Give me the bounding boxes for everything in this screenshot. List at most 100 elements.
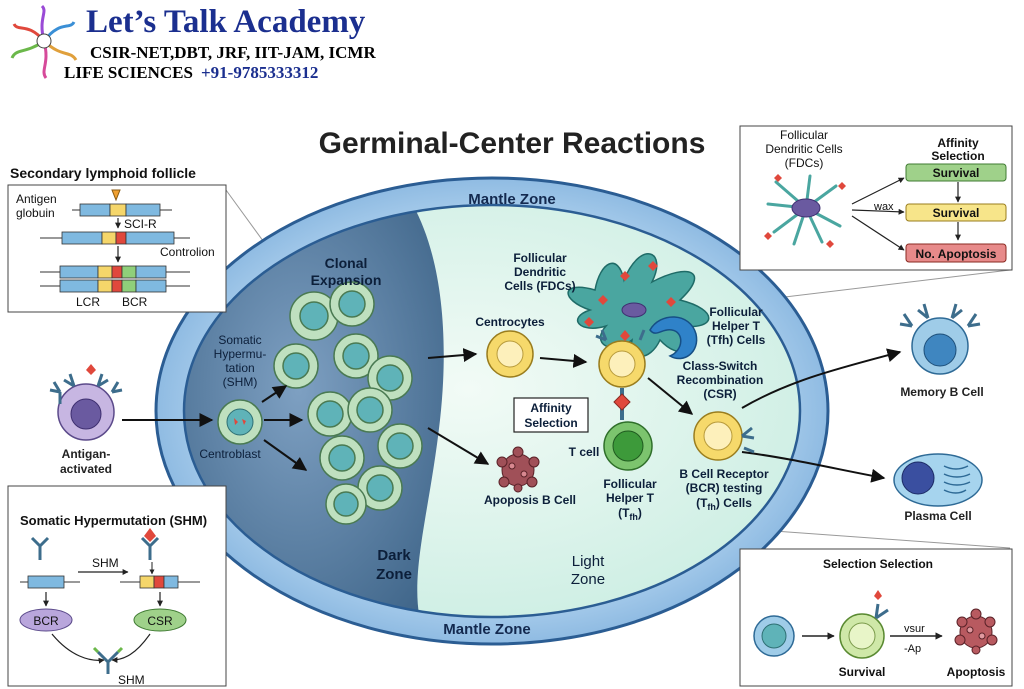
antigen-activated-b-cell	[49, 364, 123, 441]
survival-label-2: Survival	[933, 206, 980, 220]
mantle-zone-bottom-label: Mantle Zone	[443, 621, 531, 638]
selection-ap-label: -Ap	[904, 643, 921, 655]
bcr-testing-label-3: (Tfh) Cells	[696, 496, 752, 512]
t-cell-label: T cell	[569, 445, 600, 459]
tfh-label-1: Follicular	[709, 305, 763, 319]
brand-subject-line: LIFE SCIENCES +91-9785333312	[64, 63, 318, 83]
selection-survival-cell	[839, 590, 889, 659]
shm-label-4: (SHM)	[223, 375, 258, 389]
shm-inset-arrow-label: SHM	[92, 556, 119, 570]
brand-header: Let’s Talk Academy CSIR-NET,DBT, JRF, II…	[8, 2, 408, 84]
fht-label-1: Follicular	[603, 477, 657, 491]
selected-centrocyte	[595, 329, 646, 388]
fdc-inset-affinity-label-2: Selection	[931, 149, 984, 163]
t-cell	[603, 421, 653, 471]
clonal-cell	[307, 391, 353, 437]
no-apoptosis-label: No. Apoptosis	[916, 247, 997, 261]
follicle-inset-heading: Secondary lymphoid follicle	[10, 165, 196, 181]
bcr-testing-label-1: B Cell Receptor	[679, 467, 769, 481]
fht-label-2: Helper T	[606, 491, 655, 505]
selection-survival-label: Survival	[839, 665, 886, 679]
selection-naive-cell	[753, 615, 795, 657]
fdc-inset-label-3: (FDCs)	[785, 156, 824, 170]
follicle-controlion-label: Controlion	[160, 245, 215, 259]
selection-apoptosis-label: Apoptosis	[947, 665, 1006, 679]
shm-label-2: Hypermu-	[214, 347, 267, 361]
csr-label-1: Class-Switch	[683, 359, 758, 373]
centroblast-cell	[217, 399, 263, 445]
follicle-lcr-label: LCR	[76, 295, 100, 309]
fdc-inset-antigens	[764, 174, 846, 248]
follicle-gene-segments	[40, 189, 190, 293]
selection-vsur-label: vsur	[904, 623, 925, 635]
tfh-label-3: (Tfh) Cells	[707, 333, 766, 347]
no-apoptosis-box	[905, 243, 1007, 263]
follicle-sci-label: SCI-R	[124, 217, 157, 231]
tfh-label-2: Helper T	[712, 319, 761, 333]
clonal-expansion-cells	[273, 281, 423, 525]
shm-inset-graphics	[19, 528, 200, 674]
apoptosis-b-cell-label: Apoposis B Cell	[484, 493, 576, 507]
tcr-connection	[613, 388, 631, 420]
light-zone-label-2: Zone	[571, 571, 605, 588]
fdc-inset-wax-label: wax	[873, 201, 894, 213]
dark-zone-label-2: Zone	[376, 566, 412, 583]
mantle-zone-top-label: Mantle Zone	[468, 191, 556, 208]
selection-inset-heading: Selection Selection	[823, 557, 933, 571]
apoptotic-b-cell	[496, 446, 540, 493]
clonal-expansion-label-2: Expansion	[311, 272, 382, 288]
clonal-cell	[325, 483, 367, 525]
survival-box-1	[905, 163, 1007, 182]
fdc-label-3: Cells (FDCs)	[504, 279, 575, 293]
follicle-antigen-label-2: globuin	[16, 206, 55, 220]
plasma-cell-label: Plasma Cell	[904, 509, 971, 523]
shm-inset-bottom-label: SHM	[118, 673, 145, 687]
clonal-expansion-label-1: Clonal	[325, 255, 368, 271]
antigen-activated-label-2: activated	[60, 462, 112, 476]
plasma-cell	[893, 453, 983, 507]
clonal-cell	[319, 435, 365, 481]
fdc-inset-arrows	[851, 177, 961, 251]
fht-label-3: (Tfh)	[618, 506, 642, 522]
shm-inset-heading: Somatic Hypermutation (SHM)	[20, 513, 207, 528]
shm-label-3: tation	[225, 361, 254, 375]
clonal-cell	[273, 343, 319, 389]
clonal-cell	[333, 333, 379, 379]
fdc-inset-label-1: Follicular	[780, 128, 828, 142]
csr-label-3: (CSR)	[703, 387, 736, 401]
survival-label-1: Survival	[933, 166, 980, 180]
affinity-selection-label-2: Selection	[524, 416, 577, 430]
shm-label-1: Somatic	[218, 333, 261, 347]
bcr-testing-cell	[693, 411, 755, 461]
survival-box-2	[905, 203, 1007, 222]
shm-inset-bcr-label: BCR	[33, 614, 59, 628]
centrocyte-cell	[486, 330, 534, 378]
memory-b-cell	[899, 303, 981, 375]
clonal-cell	[347, 387, 393, 433]
brand-subject: LIFE SCIENCES	[64, 63, 193, 82]
follicle-antigen-label-1: Antigen	[16, 192, 57, 206]
fdc-label-2: Dendritic	[514, 265, 566, 279]
brand-exams: CSIR-NET,DBT, JRF, IIT-JAM, ICMR	[90, 43, 376, 62]
fdc-inset-label-2: Dendritic Cells	[765, 142, 842, 156]
selection-apoptotic-cell	[954, 608, 998, 655]
light-zone-label-1: Light	[572, 553, 605, 570]
clonal-cell	[377, 423, 423, 469]
clonal-cell	[329, 281, 375, 327]
brand-logo-icon	[10, 4, 78, 79]
centroblast-label: Centroblast	[199, 447, 261, 461]
affinity-selection-box	[513, 397, 589, 433]
follicle-bcr-label: BCR	[122, 295, 148, 309]
csr-label-2: Recombination	[677, 373, 764, 387]
page-title: Germinal-Center Reactions	[319, 127, 706, 160]
fdc-inset-affinity-label-1: Affinity	[937, 136, 979, 150]
memory-b-cell-label: Memory B Cell	[900, 385, 983, 399]
fdc-inset-cell	[766, 174, 842, 246]
clonal-cell	[289, 291, 339, 341]
centrocytes-label: Centrocytes	[475, 315, 545, 329]
flow-arrows	[122, 348, 902, 483]
brand-phone: +91-9785333312	[200, 63, 319, 82]
affinity-selection-label-1: Affinity	[530, 401, 572, 415]
bcr-testing-label-2: (BCR) testing	[686, 481, 763, 495]
